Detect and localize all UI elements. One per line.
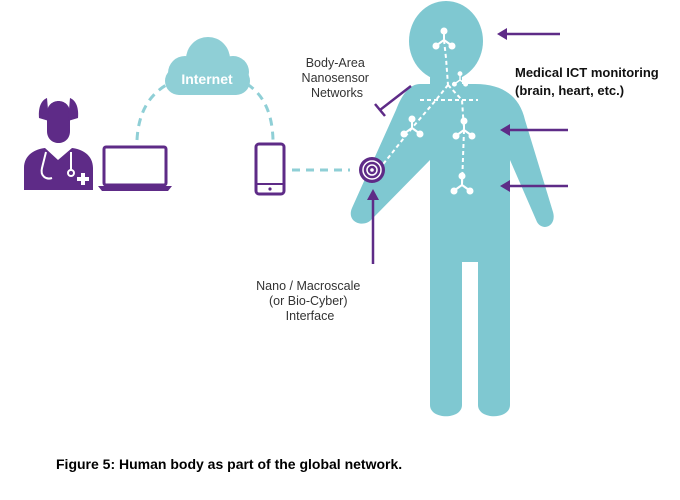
body-area-line-1: Body-Area <box>306 56 365 70</box>
internet-label: Internet <box>181 71 233 87</box>
interface-arrow <box>367 189 379 264</box>
target-icon <box>359 157 385 183</box>
interface-line-1: Nano / Macroscale <box>256 279 360 293</box>
human-body <box>350 1 554 417</box>
monitoring-arrows <box>497 28 568 192</box>
internet-connection-arcs <box>135 82 275 141</box>
figure-caption: Figure 5: Human body as part of the glob… <box>56 456 403 472</box>
nanosensor-node-brain-icon <box>432 27 456 50</box>
body-area-line-2: Nanosensor <box>302 71 369 85</box>
smartphone-icon <box>254 142 286 196</box>
medical-line-2: (brain, heart, etc.) <box>515 83 624 98</box>
medical-line-1: Medical ICT monitoring <box>515 65 659 80</box>
stethoscope-icon <box>40 151 75 180</box>
laptop-icon <box>98 145 172 191</box>
doctor-icon <box>24 98 93 190</box>
nanosensor-node-neck-icon <box>451 71 469 87</box>
interface-line-2: (or Bio-Cyber) <box>269 294 348 308</box>
nanosensor-node-abdomen-icon <box>450 172 474 195</box>
body-area-bracket <box>374 85 412 117</box>
interface-line-3: Interface <box>286 309 335 323</box>
medical-cross-icon <box>77 173 89 185</box>
body-area-line-3: Networks <box>311 86 363 100</box>
nanosensor-node-heart-icon <box>452 117 476 140</box>
medical-monitoring-label: Medical ICT monitoring (brain, heart, et… <box>515 65 662 98</box>
cloud-icon <box>165 37 250 95</box>
interface-label: Nano / Macroscale (or Bio-Cyber) Interfa… <box>256 279 364 323</box>
body-area-label: Body-Area Nanosensor Networks <box>302 56 373 100</box>
nanosensor-node-left-chest-icon <box>400 115 424 138</box>
